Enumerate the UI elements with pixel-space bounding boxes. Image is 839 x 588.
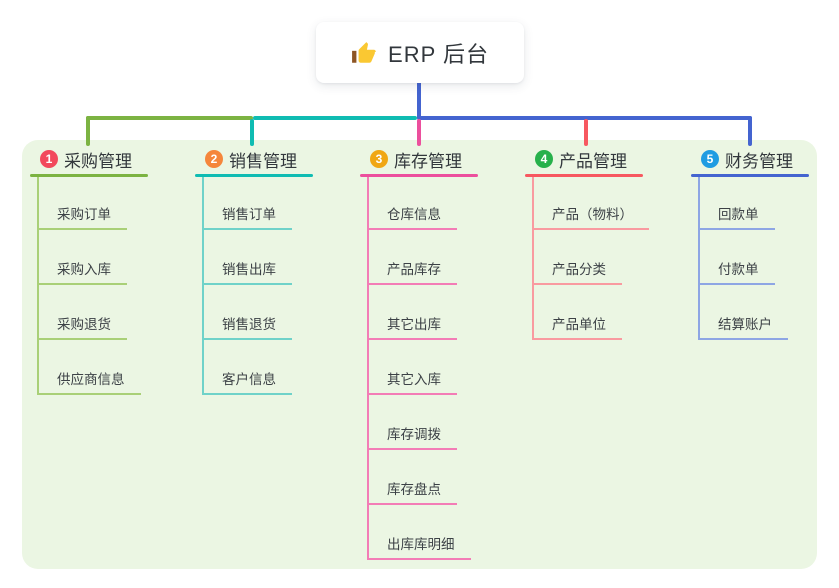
child-label: 销售退货: [222, 317, 276, 332]
branch-underline: [195, 174, 313, 177]
child-label: 供应商信息: [57, 372, 125, 387]
branch5-drop-line: [748, 116, 752, 146]
branch-purchase: 1 采购管理 采购订单 采购入库 采购退货 供应商信息: [30, 0, 190, 588]
branch-spine-line: [532, 177, 534, 340]
child-node[interactable]: 库存盘点: [367, 480, 457, 505]
child-label: 采购入库: [57, 262, 111, 277]
child-node[interactable]: 采购退货: [37, 315, 127, 340]
branch-underline: [691, 174, 809, 177]
branch-product-node[interactable]: 4 产品管理: [535, 148, 627, 171]
child-label: 产品单位: [552, 317, 606, 332]
branch-finance-node[interactable]: 5 财务管理: [701, 148, 793, 171]
child-node[interactable]: 客户信息: [202, 370, 292, 395]
root-node[interactable]: ERP 后台: [316, 22, 524, 83]
connector-segment-blue: [417, 116, 752, 120]
branch-underline: [360, 174, 478, 177]
child-label: 库存盘点: [387, 482, 441, 497]
branch-title-label: 采购管理: [64, 151, 132, 171]
child-label: 其它入库: [387, 372, 441, 387]
branch1-drop-line: [86, 116, 90, 146]
child-label: 出库库明细: [387, 537, 455, 552]
branch-spine-line: [37, 177, 39, 395]
branch-inventory: 3 库存管理 仓库信息 产品库存 其它出库 其它入库 库存调拨 库存盘点 出库库…: [360, 0, 520, 588]
branch-spine-line: [698, 177, 700, 340]
branch-sales: 2 销售管理 销售订单 销售出库 销售退货 客户信息: [195, 0, 355, 588]
child-label: 销售订单: [222, 207, 276, 222]
branch-number-badge: 1: [40, 150, 58, 168]
child-node[interactable]: 产品单位: [532, 315, 622, 340]
child-label: 其它出库: [387, 317, 441, 332]
child-node[interactable]: 采购订单: [37, 205, 127, 230]
root-connector-line: [417, 83, 421, 118]
child-node[interactable]: 销售订单: [202, 205, 292, 230]
connector-segment-green: [86, 116, 253, 120]
branch-purchase-node[interactable]: 1 采购管理: [40, 148, 132, 171]
branch-finance: 5 财务管理 回款单 付款单 结算账户: [691, 0, 839, 588]
child-label: 采购退货: [57, 317, 111, 332]
branch-underline: [30, 174, 148, 177]
root-title: ERP 后台: [388, 41, 489, 67]
branch-sales-node[interactable]: 2 销售管理: [205, 148, 297, 171]
child-label: 客户信息: [222, 372, 276, 387]
branch-number-badge: 3: [370, 150, 388, 168]
child-label: 库存调拨: [387, 427, 441, 442]
branch-spine-line: [202, 177, 204, 395]
branch-title-label: 财务管理: [725, 151, 793, 171]
child-node[interactable]: 产品分类: [532, 260, 622, 285]
branch2-drop-line: [250, 119, 254, 146]
branch-title-label: 销售管理: [229, 151, 297, 171]
child-label: 采购订单: [57, 207, 111, 222]
branch-number-badge: 2: [205, 150, 223, 168]
branch3-drop-line: [417, 119, 421, 146]
branch4-drop-line: [584, 119, 588, 146]
child-label: 销售出库: [222, 262, 276, 277]
branch-product: 4 产品管理 产品（物料） 产品分类 产品单位: [525, 0, 685, 588]
child-label: 产品库存: [387, 262, 441, 277]
child-label: 仓库信息: [387, 207, 441, 222]
child-label: 产品分类: [552, 262, 606, 277]
branch-number-badge: 5: [701, 150, 719, 168]
branch-underline: [525, 174, 643, 177]
child-node[interactable]: 付款单: [698, 260, 775, 285]
branches-panel: [22, 140, 817, 569]
child-label: 产品（物料）: [552, 207, 633, 222]
branch-spine-line: [367, 177, 369, 560]
thumbs-up-icon: [352, 41, 376, 63]
branch-number-badge: 4: [535, 150, 553, 168]
child-node[interactable]: 出库库明细: [367, 535, 471, 560]
child-node[interactable]: 其它入库: [367, 370, 457, 395]
child-label: 回款单: [718, 207, 759, 222]
child-node[interactable]: 回款单: [698, 205, 775, 230]
child-label: 结算账户: [718, 317, 772, 332]
child-node[interactable]: 其它出库: [367, 315, 457, 340]
child-node[interactable]: 供应商信息: [37, 370, 141, 395]
branch-title-label: 库存管理: [394, 151, 462, 171]
connector-segment-teal: [253, 116, 417, 120]
branch-title-label: 产品管理: [559, 151, 627, 171]
child-node[interactable]: 结算账户: [698, 315, 788, 340]
child-node[interactable]: 产品库存: [367, 260, 457, 285]
child-label: 付款单: [718, 262, 759, 277]
child-node[interactable]: 库存调拨: [367, 425, 457, 450]
child-node[interactable]: 采购入库: [37, 260, 127, 285]
child-node[interactable]: 销售出库: [202, 260, 292, 285]
child-node[interactable]: 销售退货: [202, 315, 292, 340]
child-node[interactable]: 产品（物料）: [532, 205, 649, 230]
branch-inventory-node[interactable]: 3 库存管理: [370, 148, 462, 171]
child-node[interactable]: 仓库信息: [367, 205, 457, 230]
